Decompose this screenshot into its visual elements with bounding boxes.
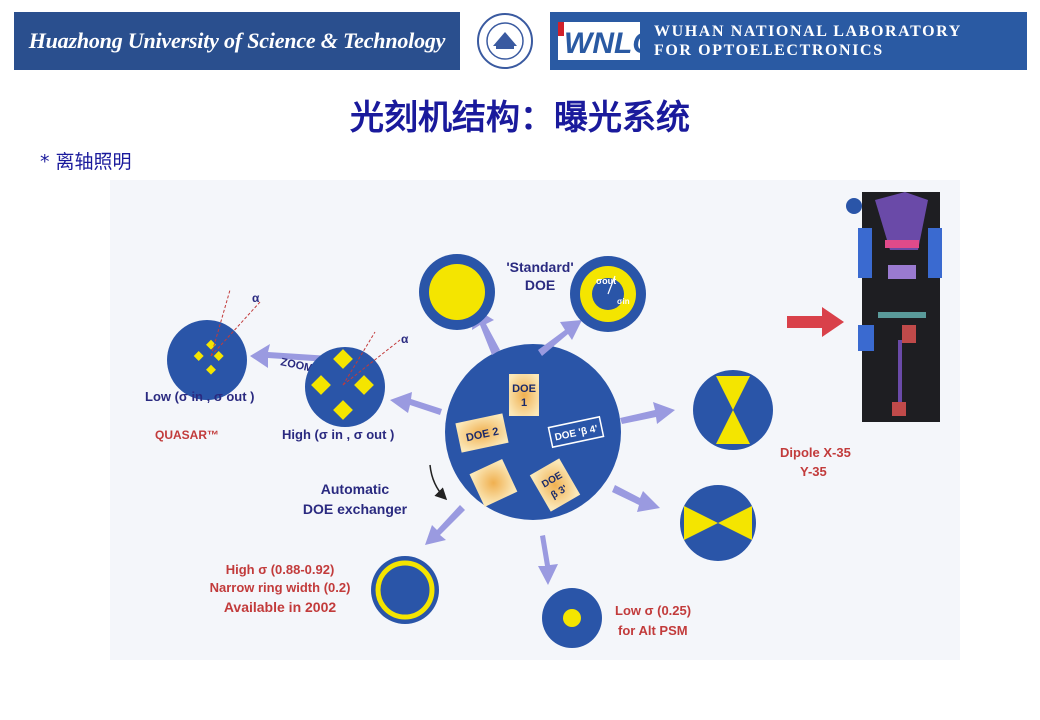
quasar-high-pupil <box>305 347 385 427</box>
high-sigma-quasar-label: High (σ in , σ out ) <box>282 427 394 442</box>
wnlo-logo: WNLO <box>558 22 656 60</box>
university-banner: Huazhong University of Science & Technol… <box>14 12 460 70</box>
dipole-x-label: Dipole X-35 <box>780 445 851 460</box>
bullet-text: * 离轴照明 <box>40 151 132 173</box>
high-sigma-range-label: High σ (0.88-0.92) <box>226 562 335 577</box>
available-2002-label: Available in 2002 <box>224 599 337 615</box>
alt-psm-label: for Alt PSM <box>618 623 688 638</box>
arrow-to-quasar-high <box>390 392 442 415</box>
narrow-ring-label: Narrow ring width (0.2) <box>210 580 351 595</box>
doe-b4-plate <box>547 415 605 449</box>
quasar-high-alpha-line <box>342 339 401 386</box>
wnlo-logo-text: WNLO <box>564 27 640 60</box>
low-sigma-value-label: Low σ (0.25) <box>615 603 691 618</box>
quasar-low-pupil <box>167 320 247 400</box>
svg-text:1: 1 <box>521 397 527 409</box>
dipole-y-label: Y-35 <box>800 464 827 479</box>
lab-banner: WNLO WUHAN NATIONAL LABORATORY FOR OPTOE… <box>550 12 1027 70</box>
alpha-label-low: α <box>252 291 260 305</box>
arrow-to-dipole-y <box>612 485 660 512</box>
university-seal-icon <box>477 13 533 69</box>
sigma-out-line <box>607 275 616 295</box>
arrow-to-dipole-x <box>620 402 675 424</box>
automatic-label: Automatic <box>321 481 390 497</box>
alpha-label-high: α <box>401 332 409 346</box>
doe2-plate <box>455 413 509 453</box>
quasar-low-alpha-line <box>210 301 261 357</box>
sigma-out-label: σout <box>596 276 616 286</box>
arrow-to-high-sigma <box>425 505 465 545</box>
arrows <box>250 308 675 585</box>
wnlo-logo-icon: WNLO <box>558 22 656 60</box>
lab-name-line1: WUHAN NATIONAL LABORATORY <box>654 23 962 40</box>
quasar-label: QUASAR™ <box>155 428 219 442</box>
exposure-system-schematic <box>846 192 942 424</box>
doe-label: DOE <box>525 277 555 293</box>
page-title: 光刻机结构：曝光系统 <box>350 98 690 138</box>
standard-label: 'Standard' <box>506 259 573 275</box>
university-name: Huazhong University of Science & Technol… <box>28 28 446 53</box>
rotation-arrow-icon <box>429 464 448 501</box>
sigma-in-label: σin <box>617 297 630 306</box>
zoom-arrow <box>250 344 330 368</box>
high-sigma-ring-pupil <box>371 556 439 624</box>
doe1-plate <box>509 374 539 416</box>
doe-exchanger-label: DOE exchanger <box>303 501 408 517</box>
arrow-to-standard-annular <box>538 320 582 356</box>
lab-name-line2: FOR OPTOELECTRONICS <box>654 42 884 59</box>
lab-name: WUHAN NATIONAL LABORATORY FOR OPTOELECTR… <box>654 22 962 60</box>
low-sigma-quasar-label: Low (σ in , σ out ) <box>145 389 254 404</box>
arrow-to-low-sigma <box>538 535 558 585</box>
doe1-label: DOE <box>512 383 536 395</box>
off-axis-illumination-diagram: DOE 1 DOE 2 DOE 'β 4' DOE β 3' ZOOM 'Sta… <box>110 180 960 660</box>
source-lens-icon <box>846 198 862 214</box>
red-arrow-icon <box>787 307 844 337</box>
doe-b3-plate <box>529 458 581 512</box>
doe-unlabeled-plate <box>469 458 518 507</box>
